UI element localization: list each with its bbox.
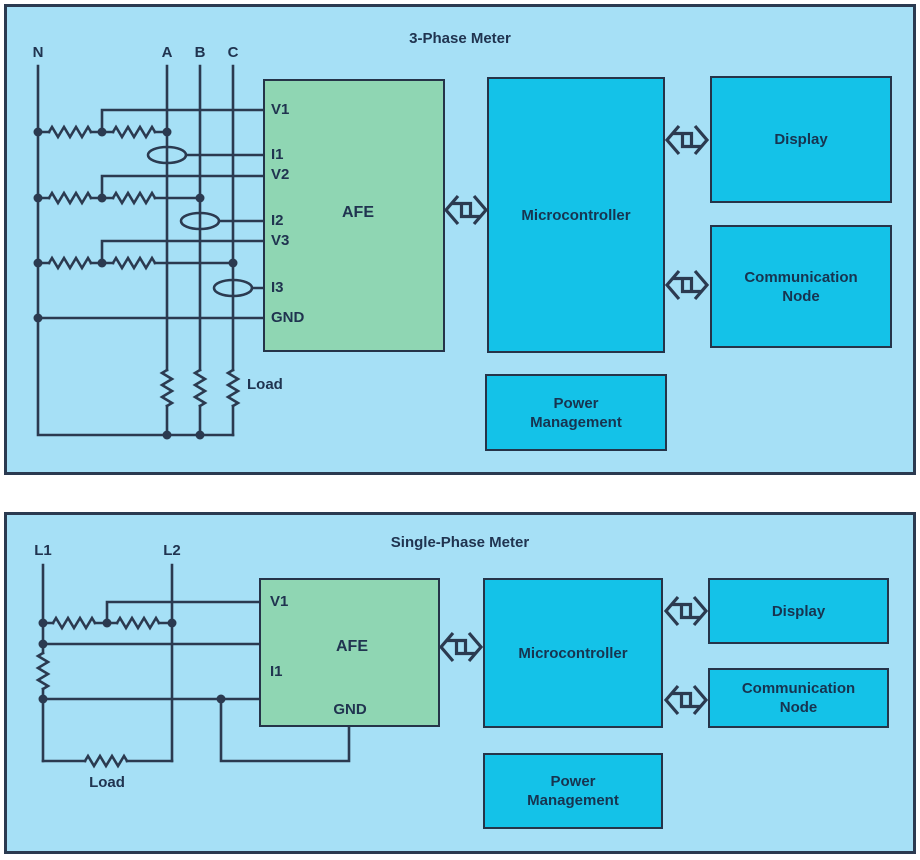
communication-node-block-3phase: Communication Node bbox=[710, 225, 892, 348]
pin-label-v3: V3 bbox=[271, 232, 290, 249]
load-label-1phase: Load bbox=[89, 774, 125, 791]
phase-label-l1: L1 bbox=[34, 542, 52, 559]
microcontroller-block-1phase: Microcontroller bbox=[483, 578, 663, 728]
afe-label: AFE bbox=[336, 638, 368, 655]
pin-label-v1: V1 bbox=[270, 593, 289, 610]
phase-label-l2: L2 bbox=[163, 542, 181, 559]
phase-label-c: C bbox=[227, 44, 239, 61]
block-label: Power Management bbox=[527, 773, 619, 809]
afe-label: AFE bbox=[342, 204, 374, 221]
block-label: Communication Node bbox=[741, 680, 856, 716]
pin-label-i2: I2 bbox=[271, 212, 284, 229]
block-label: Microcontroller bbox=[518, 644, 628, 662]
panel-title: Single-Phase Meter bbox=[390, 534, 530, 551]
pin-label-i1: I1 bbox=[270, 663, 283, 680]
phase-label-a: A bbox=[161, 44, 173, 61]
pin-label-gnd: GND bbox=[271, 309, 305, 326]
panel-title: 3-Phase Meter bbox=[409, 30, 511, 47]
pin-label-gnd: GND bbox=[333, 701, 367, 718]
pin-label-i3: I3 bbox=[271, 279, 284, 296]
block-label: Power Management bbox=[530, 394, 622, 431]
power-management-block-3phase: Power Management bbox=[485, 374, 667, 451]
block-label: Communication Node bbox=[744, 268, 858, 305]
block-label: Display bbox=[771, 602, 826, 620]
power-management-block-1phase: Power Management bbox=[483, 753, 663, 829]
afe-block-3phase bbox=[263, 79, 445, 352]
block-label: Microcontroller bbox=[521, 206, 631, 224]
communication-node-block-1phase: Communication Node bbox=[708, 668, 889, 728]
block-label: Display bbox=[774, 131, 828, 148]
display-block-3phase: Display bbox=[710, 76, 892, 203]
display-block-1phase: Display bbox=[708, 578, 889, 644]
microcontroller-block-3phase: Microcontroller bbox=[487, 77, 665, 353]
pin-label-v2: V2 bbox=[271, 166, 290, 183]
pin-label-v1: V1 bbox=[271, 101, 290, 118]
load-label-3phase: Load bbox=[247, 376, 283, 393]
pin-label-i1: I1 bbox=[271, 146, 284, 163]
phase-label-n: N bbox=[32, 44, 44, 61]
phase-label-b: B bbox=[194, 44, 206, 61]
